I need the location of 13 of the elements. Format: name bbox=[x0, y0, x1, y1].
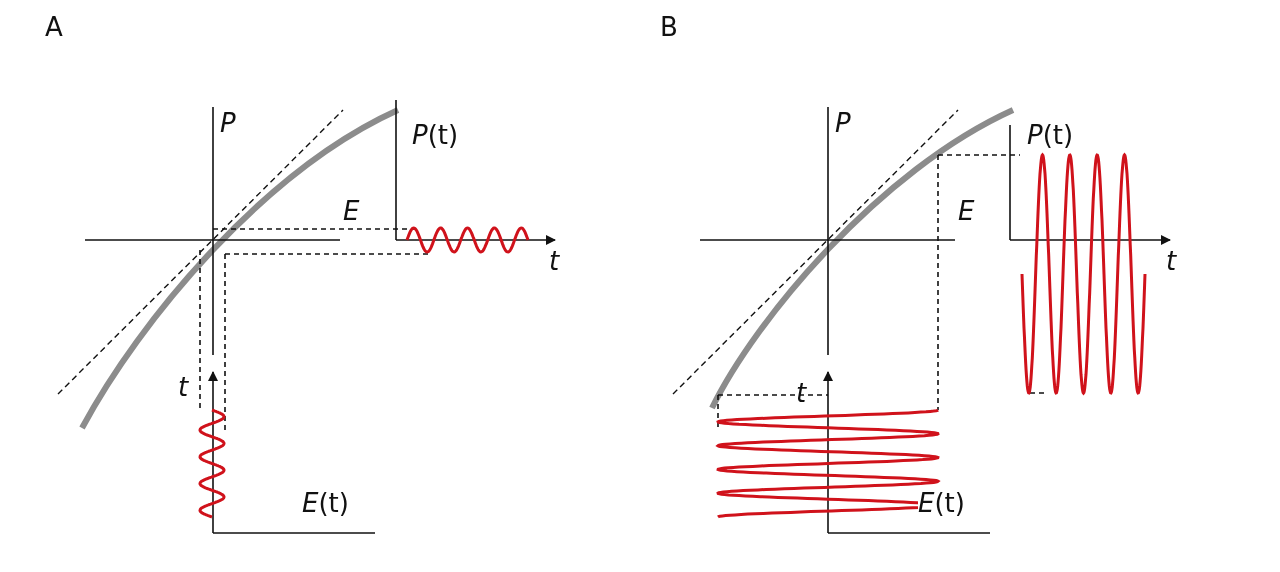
axis-label: t bbox=[178, 372, 189, 402]
axis-label: t bbox=[549, 246, 560, 276]
panel-label: B bbox=[660, 12, 678, 42]
axis-label: t bbox=[796, 378, 807, 408]
panel-label: A bbox=[45, 12, 63, 42]
axis-label: t bbox=[1166, 246, 1177, 276]
axis-label: E(t) bbox=[302, 488, 349, 518]
axis-label: P bbox=[835, 108, 851, 138]
axis-label: P(t) bbox=[412, 120, 459, 150]
axis-label: P(t) bbox=[1027, 120, 1074, 150]
axis-label: E bbox=[343, 196, 360, 226]
axis-label: E bbox=[958, 196, 975, 226]
axis-label: P bbox=[220, 108, 236, 138]
